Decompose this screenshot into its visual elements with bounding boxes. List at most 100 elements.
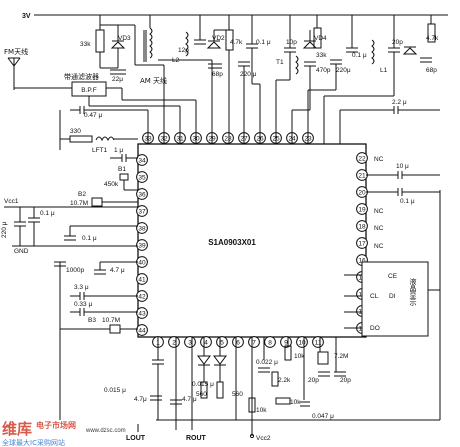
pin-7: 7: [248, 336, 260, 348]
lout-label: LOUT: [126, 435, 146, 442]
resistor-330: [69, 135, 93, 143]
t1-label: T1: [276, 59, 284, 66]
nc-label: NC: [374, 156, 384, 163]
pin-number: 9: [284, 339, 288, 346]
pin-number: 19: [358, 206, 366, 213]
pin-number: 10: [298, 339, 306, 346]
c0015u-label: 0.015 μ: [104, 387, 126, 394]
pin-number: 17: [358, 240, 366, 247]
pin-number: 20: [358, 189, 366, 196]
pin-number: 37: [138, 208, 146, 215]
c20p-b-label: 20p: [340, 377, 351, 384]
c10u-r-label: 10 μ: [396, 163, 409, 170]
c47u-l-label: 4.7 μ: [110, 267, 125, 274]
pin-number: 28: [224, 135, 232, 142]
pin-21: 21: [356, 169, 368, 181]
c220u-l-label: 220 μ: [1, 221, 8, 238]
b1-label: B1: [118, 166, 126, 173]
r10k3-label: 10k: [290, 399, 301, 406]
c01u-l2-label: 0.1 μ: [82, 235, 97, 242]
pin-number: 43: [138, 310, 146, 317]
c10p-label: 10p: [286, 39, 297, 46]
pin-number: 44: [138, 327, 146, 334]
c033u-label: 0.33 μ: [74, 301, 92, 308]
pin-number: 42: [138, 293, 146, 300]
watermark-title: 电子市场网: [36, 420, 76, 430]
pin-number: 34: [138, 157, 146, 164]
varactor-vd2-icon: [206, 40, 222, 49]
pin-number: 6: [236, 339, 240, 346]
r10k-label: 10k: [294, 353, 305, 360]
pin-8: 8: [264, 336, 276, 348]
c220u2-label: 220μ: [336, 67, 351, 74]
pin-35: 35: [136, 171, 148, 183]
coil-lft1-icon: [95, 136, 115, 142]
pin-number: 38: [138, 225, 146, 232]
display-pin-do: DO: [370, 325, 380, 332]
crystal-b1-icon: [119, 173, 129, 181]
nc-label: NC: [374, 208, 384, 215]
resistor-33k: [95, 29, 105, 53]
b3-label: B3: [88, 317, 96, 324]
r47k-label: 4.7k: [230, 39, 243, 46]
pin-17: 17: [356, 237, 368, 249]
pin-2: 2: [168, 336, 180, 348]
pin-11: 11: [312, 336, 324, 348]
resistor-10k: [284, 345, 292, 361]
c20p-label: 20p: [392, 39, 403, 46]
pin-19: 19: [356, 203, 368, 215]
pin-number: 3: [188, 339, 192, 346]
pin-number: 39: [138, 242, 146, 249]
c1u-label: 1 μ: [114, 147, 123, 154]
pin-number: 7: [252, 339, 256, 346]
pin-28: 28: [222, 132, 234, 144]
c47u-b1-label: 4.7μ: [134, 396, 147, 403]
pin-18: 18: [356, 220, 368, 232]
pin-42: 42: [136, 290, 148, 302]
c047u-b-label: 0.047 μ: [312, 413, 334, 420]
c01u-top-label: 0.1 μ: [256, 39, 271, 46]
c01u-top2-label: 0.1 μ: [352, 52, 367, 59]
vd3-label: VD3: [118, 35, 131, 42]
pin-number: 35: [138, 174, 146, 181]
r22k-label: 2.2k: [278, 377, 291, 384]
watermark-logo: 维库: [2, 420, 32, 438]
filter-b3-icon: [109, 324, 121, 334]
led-icon: [197, 355, 227, 366]
c1000p-label: 1000p: [66, 267, 84, 274]
lft1-label: LFT1: [92, 147, 108, 154]
c20p-a-label: 20p: [308, 377, 319, 384]
pin-38: 38: [136, 222, 148, 234]
am-antenna-label: AM 天线: [140, 76, 167, 85]
display-pin-di: DI: [389, 293, 396, 300]
resistor-2.2k: [271, 371, 279, 387]
pin-3: 3: [184, 336, 196, 348]
c33u-label: 3.3 μ: [74, 284, 89, 291]
nc-label: NC: [374, 225, 384, 232]
c047u-label: 0.47 μ: [84, 112, 102, 119]
l2-label: L2: [172, 57, 180, 64]
bpf-text: B.P.F: [81, 87, 96, 94]
l1-label: L1: [380, 67, 388, 74]
pin-39: 39: [136, 239, 148, 251]
pin-34: 34: [136, 154, 148, 166]
pin-43: 43: [136, 307, 148, 319]
coil-l2-icon: [185, 31, 189, 57]
c01u-r-label: 0.1 μ: [400, 198, 415, 205]
x72m-label: 7.2M: [334, 353, 348, 360]
pin-4: 4: [200, 336, 212, 348]
pin-40: 40: [136, 256, 148, 268]
c68p-label: 68p: [212, 71, 223, 78]
r560-2-label: 560: [232, 391, 243, 398]
pin-number: 21: [358, 172, 366, 179]
r450k-label: 450k: [104, 181, 119, 188]
r47k2-label: 4.7k: [426, 35, 439, 42]
resistor-10k-2: [248, 397, 256, 413]
am-coil-icon: [143, 27, 153, 62]
r33k2-label: 33k: [316, 52, 327, 59]
rout-label: ROUT: [186, 435, 207, 442]
